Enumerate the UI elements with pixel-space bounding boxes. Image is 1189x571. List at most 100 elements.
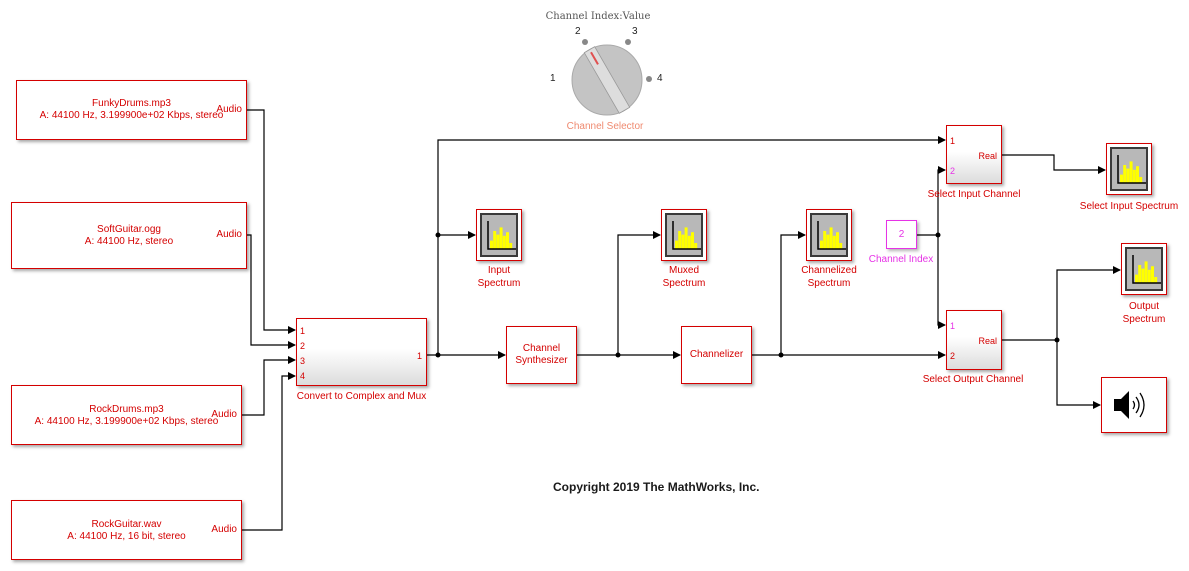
knob-tick-label-4: 4 [657,73,663,84]
spectrum-icon [1125,247,1163,291]
select-input-spectrum-scope[interactable] [1106,143,1152,195]
wire-mux-branch-up [437,136,946,355]
spectrum-icon [480,213,518,257]
junction [935,232,941,238]
source-port: Audio [216,104,242,115]
spectrum-bar [836,232,839,249]
spectrum-bar [502,235,506,249]
source-block-softguitar[interactable]: SoftGuitar.ogg A: 44100 Hz, stereo Audio [11,202,247,269]
knob-label: Channel Selector [566,121,644,132]
out-port-real: Real [978,336,997,346]
channelizer-block[interactable]: Channelizer [681,326,752,384]
in-port-2: 2 [950,166,956,176]
spectrum-bar [823,231,827,249]
wire-to-muxed-spectrum [617,231,661,355]
spectrum-bar [832,235,836,249]
in-port-2: 2 [950,351,956,361]
in-port-4: 4 [300,371,306,381]
muxed-spectrum-label-2: Spectrum [662,278,706,289]
spectrum-bar [1147,269,1151,283]
spectrum-graph [672,221,701,250]
channelized-spectrum-scope[interactable] [806,209,852,261]
source-block-rockdrums[interactable]: RockDrums.mp3 A: 44100 Hz, 3.199900e+02 … [11,385,242,445]
spectrum-graph [1117,155,1146,184]
source-file: RockGuitar.wav [91,519,162,530]
spectrum-bar [1126,168,1130,183]
select-input-spectrum-label: Select Input Spectrum [1079,201,1179,212]
spectrum-bar [829,227,833,249]
select-input-channel-label: Select Input Channel [927,189,1021,200]
source-block-rockguitar[interactable]: RockGuitar.wav A: 44100 Hz, 16 bit, ster… [11,500,242,560]
spectrum-bar [1129,161,1133,183]
in-port-2: 2 [300,341,306,351]
wire-softguitar [247,234,296,349]
source-info: A: 44100 Hz, stereo [84,236,174,247]
knob-pointer-bar [583,46,631,114]
spectrum-bar [694,243,698,249]
spectrum-bar [687,235,691,249]
spectrum-bar [509,243,513,249]
channel-selector-knob[interactable] [540,25,670,120]
synth-label: Channel Synthesizer [515,343,568,366]
spectrum-bar [1120,174,1123,183]
channelizer-label: Channelizer [689,349,744,360]
source-port: Audio [211,524,237,535]
spectrum-icon [1110,147,1148,191]
source-info: A: 44100 Hz, 3.199900e+02 Kbps, stereo [39,110,224,121]
input-spectrum-scope[interactable] [476,209,522,261]
output-spectrum-scope[interactable] [1121,243,1167,295]
spectrum-bar [506,232,509,249]
knob-tick-label-1: 1 [550,73,556,84]
in-port-1: 1 [950,136,956,146]
constant-value: 2 [898,228,905,240]
channel-index-label: Channel Index [868,254,934,265]
channelized-spectrum-label-1: Channelized [801,265,857,276]
spectrum-axes [487,221,516,250]
spectrum-bar [493,231,497,249]
out-port-real: Real [978,151,997,161]
speaker-icon [1114,391,1145,419]
spectrum-bar [490,240,493,249]
spectrum-bar [691,232,694,249]
wire-to-channelized-spectrum [780,231,806,355]
channel-synthesizer-block[interactable]: Channel Synthesizer [506,326,577,384]
knob-title: Channel Index:Value [545,11,651,22]
spectrum-bar [820,240,823,249]
channel-index-constant[interactable]: 2 [886,220,917,249]
output-spectrum-label-1: Output [1128,301,1160,312]
convert-mux-block[interactable]: 1 2 3 4 1 [296,318,427,386]
out-port-1: 1 [416,351,422,361]
spectrum-axes [817,221,846,250]
select-output-channel-block[interactable]: 1 2 Real [946,310,1002,370]
spectrum-bar [826,234,830,249]
spectrum-icon [665,213,703,257]
spectrum-bar [839,243,843,249]
source-port: Audio [216,229,242,240]
muxed-spectrum-scope[interactable] [661,209,707,261]
input-spectrum-label-2: Spectrum [477,278,521,289]
audio-device-writer-block[interactable] [1101,377,1167,433]
in-port-1: 1 [950,321,956,331]
spectrum-bar [1139,177,1143,183]
knob-tick-dot-3 [625,39,631,45]
knob-tick-label-3: 3 [632,26,638,37]
spectrum-bar [1144,261,1148,283]
spectrum-graph [487,221,516,250]
wire-funkydrums [247,109,296,334]
knob-tick-label-2: 2 [575,26,581,37]
source-file: RockDrums.mp3 [89,404,164,415]
output-spectrum-label-2: Spectrum [1122,314,1166,325]
spectrum-bar [1136,166,1139,183]
source-block-funkydrums[interactable]: FunkyDrums.mp3 A: 44100 Hz, 3.199900e+02… [16,80,247,140]
spectrum-bar [1154,277,1158,283]
spectrum-axes [672,221,701,250]
spectrum-bar [496,234,500,249]
wire-to-output-spectrum [1056,266,1121,340]
source-file: SoftGuitar.ogg [97,224,161,235]
channelized-spectrum-label-2: Spectrum [807,278,851,289]
spectrum-graph [817,221,846,250]
wire-const-selout [937,235,946,329]
muxed-spectrum-label-1: Muxed [668,265,699,276]
select-input-channel-block[interactable]: 1 2 Real [946,125,1002,184]
spectrum-graph [1132,255,1161,284]
